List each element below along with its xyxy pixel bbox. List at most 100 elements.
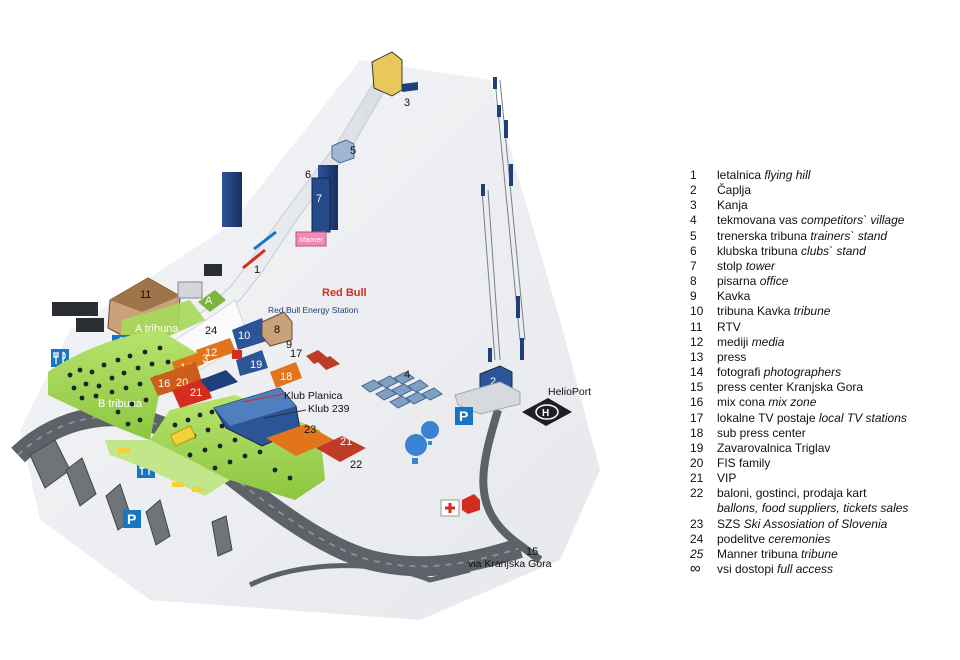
label-8: 8 bbox=[274, 324, 280, 336]
legend-text-plain: SZS bbox=[717, 516, 744, 531]
legend-text-italic: office bbox=[759, 274, 789, 289]
media-cabin bbox=[204, 264, 222, 276]
food-tent bbox=[169, 425, 197, 447]
label-19: 19 bbox=[250, 359, 262, 371]
label-15: 15 bbox=[526, 546, 538, 558]
legend-text: tekmovana vas competitors` village bbox=[717, 213, 904, 228]
vip-21 bbox=[172, 378, 212, 408]
triglav-sign bbox=[232, 350, 242, 359]
klub-239-label: Klub 239 bbox=[308, 403, 350, 415]
label-24: 24 bbox=[205, 325, 217, 337]
legend-row: 19 Zavarovalnica Triglav bbox=[690, 441, 952, 456]
label-11: 11 bbox=[140, 289, 151, 301]
legend-text-plain: baloni, gostinci, prodaja kart bbox=[717, 486, 867, 501]
legend-text: Kanja bbox=[717, 198, 748, 213]
terrain bbox=[20, 60, 600, 620]
legend-text: press bbox=[717, 350, 746, 365]
legend-text: mediji media bbox=[717, 335, 784, 350]
legend-text-plain: tribuna Kavka bbox=[717, 304, 794, 319]
legend-text-plain: Čaplja bbox=[717, 183, 752, 198]
legend-key: 18 bbox=[690, 425, 704, 440]
legend-text-plain: podelitve bbox=[717, 531, 769, 546]
local-tv-stations bbox=[306, 350, 328, 364]
legend-row: 6 klubska tribuna clubs` stand bbox=[690, 244, 952, 259]
legend-key: 2 bbox=[690, 183, 697, 198]
legend-row: ballons, food suppliers, tickets sales bbox=[690, 501, 952, 516]
legend-key: 14 bbox=[690, 365, 704, 380]
a-tribuna-label: A tribuna bbox=[135, 323, 179, 335]
legend-text-plain: tekmovana vas bbox=[717, 213, 802, 228]
legend-text-italic: ballons, food suppliers, tickets sales bbox=[717, 501, 909, 516]
legend-key: 16 bbox=[690, 395, 704, 410]
legend-text: stolp tower bbox=[717, 259, 775, 274]
b-tribuna-label: B tribuna bbox=[98, 398, 143, 410]
legend-key: 7 bbox=[690, 258, 697, 273]
label-3: 3 bbox=[404, 97, 410, 109]
label-2: 2 bbox=[490, 376, 496, 388]
legend-key: 10 bbox=[690, 304, 704, 319]
legend-row: ∞vsi dostopi full access bbox=[690, 560, 952, 578]
legend-text-plain: Zavarovalnica Triglav bbox=[717, 440, 831, 455]
broadcast-truck bbox=[52, 302, 98, 316]
legend-key: 24 bbox=[690, 531, 704, 546]
legend-row: 9 Kavka bbox=[690, 289, 952, 304]
legend-text: podelitve ceremonies bbox=[717, 532, 830, 547]
infinity-icon: ∞ bbox=[690, 560, 701, 578]
legend-key: 9 bbox=[690, 289, 697, 304]
legend-key: 8 bbox=[690, 274, 697, 289]
legend-text-plain: VIP bbox=[717, 471, 737, 486]
b-tribuna[interactable] bbox=[48, 330, 200, 440]
legend-text-plain: letalnica bbox=[717, 168, 765, 182]
judges-tower bbox=[331, 139, 355, 164]
legend-text-plain: fotografi bbox=[717, 365, 764, 380]
legend-text-italic: trainers` stand bbox=[810, 228, 888, 243]
label-12: 12 bbox=[205, 347, 217, 359]
legend-text: klubska tribuna clubs` stand bbox=[717, 244, 866, 259]
manner-brand: Manner bbox=[299, 237, 323, 244]
access-road-edge bbox=[17, 415, 521, 568]
helipad-icon[interactable] bbox=[522, 398, 572, 426]
legend-text-plain: mix cona bbox=[717, 395, 769, 410]
legend-key: 4 bbox=[690, 213, 697, 228]
label-10: 10 bbox=[238, 330, 250, 342]
legend-key: 23 bbox=[690, 516, 704, 531]
helioport-label: HelioPort bbox=[548, 386, 591, 398]
legend-text: Kavka bbox=[717, 289, 750, 304]
legend-row: 12 mediji media bbox=[690, 335, 952, 350]
label-1: 1 bbox=[254, 264, 260, 276]
road-to-kranjska[interactable] bbox=[479, 408, 543, 564]
legend-text-plain: trenerska tribuna bbox=[717, 228, 811, 243]
legend-text: tribuna Kavka tribune bbox=[717, 304, 830, 319]
legend-row: 10 tribuna Kavka tribune bbox=[690, 304, 952, 319]
legend-text-italic: ceremonies bbox=[768, 531, 831, 546]
parking-label-2: P bbox=[127, 511, 136, 527]
legend-text-italic: full access bbox=[777, 562, 834, 577]
legend-text: RTV bbox=[717, 320, 741, 335]
legend-text-italic: tribune bbox=[801, 546, 838, 561]
legend-text-italic: Ski Assosiation of Slovenia bbox=[743, 516, 888, 531]
office-8 bbox=[261, 311, 293, 347]
legend-key: 1 bbox=[690, 168, 697, 182]
legend-key: 6 bbox=[690, 243, 697, 258]
first-aid-icon bbox=[440, 494, 480, 517]
legend-row: 3 Kanja bbox=[690, 198, 952, 213]
legend-key: 19 bbox=[690, 440, 704, 455]
fis-stand bbox=[150, 362, 202, 396]
legend-key: 3 bbox=[690, 198, 697, 213]
via-kranjska-label: via Kranjska Gora bbox=[468, 558, 552, 570]
legend-key: 12 bbox=[690, 334, 704, 349]
legend-key: 20 bbox=[690, 455, 704, 470]
label-6: 6 bbox=[305, 169, 311, 181]
legend-key: 25 bbox=[690, 546, 704, 561]
legend-text-plain: press bbox=[717, 349, 747, 364]
legend-key bbox=[690, 501, 717, 516]
legend-text-italic: clubs` stand bbox=[801, 243, 866, 258]
